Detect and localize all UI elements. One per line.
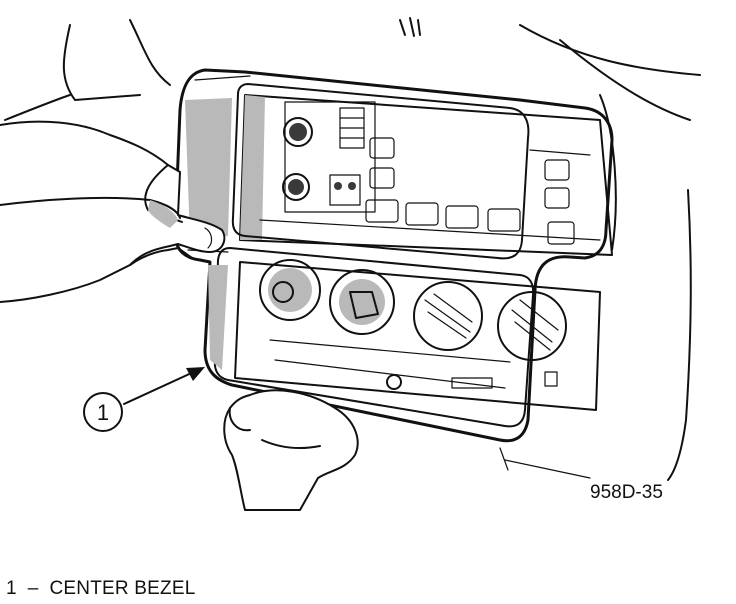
hand-upper (0, 94, 226, 303)
legend-label: CENTER BEZEL (49, 578, 196, 599)
figure-leader-line (504, 459, 591, 479)
control-panel (239, 94, 613, 256)
legend-number: 1 (6, 578, 17, 599)
callout-number: 1 (97, 400, 109, 425)
callout-1: 1 (83, 367, 205, 432)
dashboard-outline (62, 17, 701, 481)
legend: 1 – CENTER BEZEL (6, 578, 196, 600)
legend-separator: – (27, 578, 39, 599)
hand-lower (223, 389, 359, 511)
center-bezel (173, 68, 614, 443)
figure-id: 958D-35 (590, 482, 663, 503)
air-vents (234, 259, 601, 411)
